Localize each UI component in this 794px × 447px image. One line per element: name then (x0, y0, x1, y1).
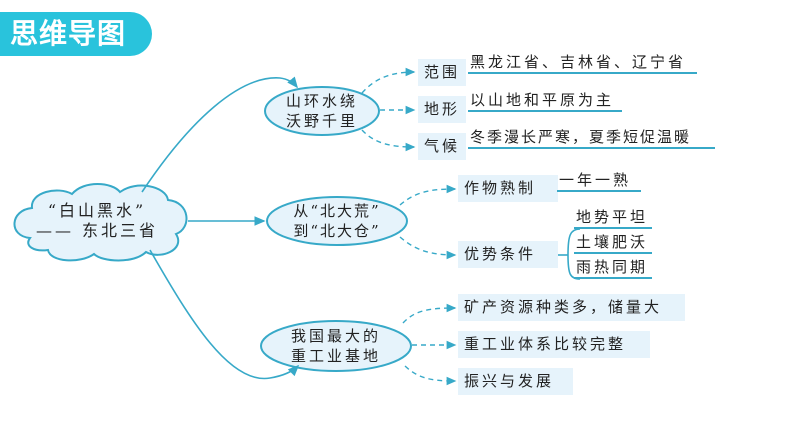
advantage-item: 雨热同期 (574, 257, 652, 279)
root-node: “白山黑水” —— 东北三省 (22, 196, 172, 246)
label-box-mineral-resources: 矿产资源种类多，储量大 (458, 294, 685, 321)
branch-3-line2: 重工业基地 (290, 347, 381, 365)
label-box-advantages: 优势条件 (458, 241, 558, 268)
label-box-heavy-industry: 重工业体系比较完整 (458, 331, 650, 358)
branch-2-line2: 到“北大仓” (293, 222, 381, 240)
branch-node-1: 山环水绕 沃野千里 (265, 91, 379, 131)
advantage-item: 地势平坦 (574, 207, 652, 229)
branch-node-1-shape (264, 86, 380, 136)
label-box-terrain: 地形 (418, 96, 467, 123)
branch-2-line1: 从“北大荒” (293, 202, 381, 220)
detail-range: 黑龙江省、吉林省、辽宁省 (468, 52, 697, 74)
mindmap-banner-title: 思维导图 (0, 12, 152, 56)
detail-climate: 冬季漫长严寒，夏季短促温暖 (468, 127, 715, 149)
branch-node-2: 从“北大荒” 到“北大仓” (267, 201, 407, 241)
label-box-revitalization: 振兴与发展 (458, 368, 573, 395)
branch-node-2-shape (266, 196, 408, 246)
detail-crop-system: 一年一熟 (557, 170, 641, 192)
label-box-range: 范围 (418, 59, 467, 86)
advantage-item: 土壤肥沃 (574, 232, 652, 254)
label-box-crop-system: 作物熟制 (458, 175, 558, 202)
root-cloud (13, 183, 188, 262)
root-line2: —— 东北三省 (35, 221, 159, 240)
label-box-climate: 气候 (418, 133, 467, 160)
detail-terrain: 以山地和平原为主 (468, 90, 622, 112)
branch-1-line1: 山环水绕 (285, 92, 358, 110)
root-line1: “白山黑水” (47, 201, 147, 220)
branch-node-3: 我国最大的 重工业基地 (261, 325, 411, 367)
branch-1-line2: 沃野千里 (285, 112, 358, 130)
branch-node-3-shape (260, 320, 412, 372)
branch-3-line1: 我国最大的 (290, 327, 381, 345)
